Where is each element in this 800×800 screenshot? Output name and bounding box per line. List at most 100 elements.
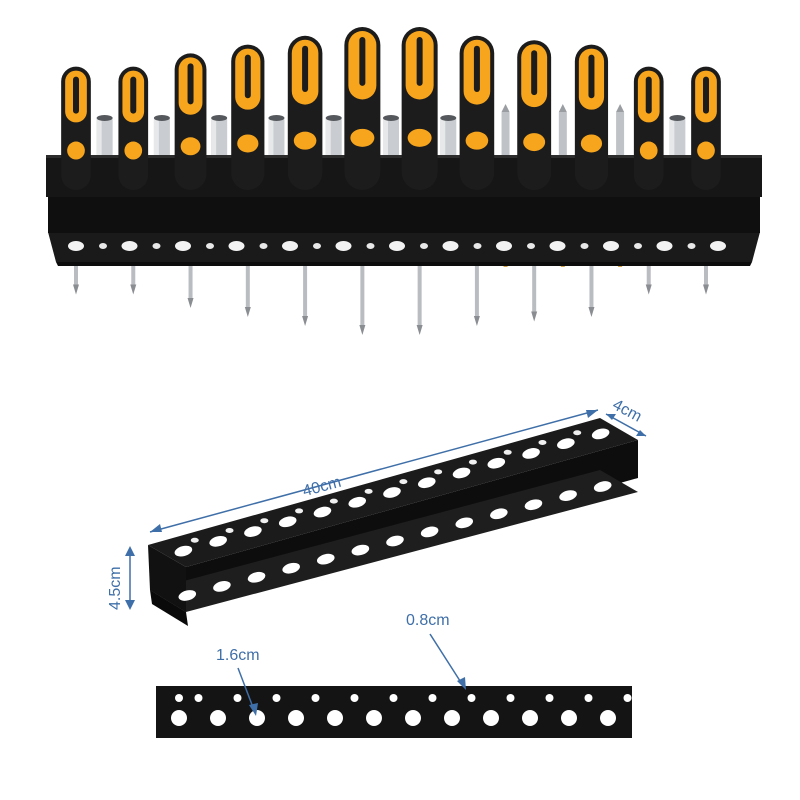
shelf-hole-large	[656, 241, 673, 251]
screwdriver-grip-slot	[359, 37, 366, 86]
socket-highlight	[669, 118, 675, 158]
shelf-hole-large	[389, 241, 405, 251]
plate-hole-large	[483, 710, 499, 726]
socket-opening	[383, 115, 399, 121]
rack3d-hole-bottom	[282, 562, 300, 574]
rack3d-hole-bottom	[247, 571, 266, 583]
screwdriver-tip	[531, 311, 538, 322]
rack3d-hole-top	[244, 526, 262, 537]
rack3d-hole-bottom	[213, 581, 231, 592]
large-hole-callout: 1.6cm	[216, 647, 260, 716]
rack3d-front-face	[148, 545, 186, 612]
socket-opening	[153, 115, 170, 121]
screwdriver-grip-slot	[416, 37, 423, 86]
flat-plate-holes	[171, 694, 655, 726]
shelf-hole-large	[710, 241, 726, 251]
screwdriver-grip-lower	[639, 141, 658, 160]
socket-opening	[211, 115, 228, 121]
plate-hole-small	[506, 694, 515, 702]
rack3d-hole-top-small	[399, 479, 408, 485]
rack3d-hole-top-small	[295, 508, 304, 514]
small-hole-callout: 0.8cm	[406, 612, 466, 690]
screwdriver-bit	[558, 112, 567, 158]
screwdriver-grip-slot	[73, 76, 79, 114]
small-hole-label: 0.8cm	[406, 612, 450, 629]
plate-hole-large	[171, 710, 187, 726]
screwdriver-grip-slot	[645, 76, 652, 114]
socket-opening	[669, 115, 686, 121]
plate-hole-small	[545, 694, 554, 702]
shelf-hole-small	[206, 243, 214, 249]
screwdriver-grip-lower	[580, 134, 603, 153]
rack3d-hole-top-small	[260, 518, 269, 524]
rack3d-hole-top-small	[329, 498, 338, 504]
tools-handles	[61, 27, 721, 191]
socket-opening	[440, 115, 457, 121]
screwdriver-grip-lower	[697, 141, 715, 160]
plate-hole-large	[405, 710, 421, 726]
plate-hole-large	[444, 710, 460, 726]
shelf-hole-large	[175, 241, 191, 251]
screwdriver-tip	[703, 284, 709, 295]
rack-lower-shelf-edge	[56, 262, 752, 266]
screwdriver-grip-lower	[523, 133, 546, 152]
rack3d-hole-bottom	[524, 499, 543, 511]
rack3d-hole-top	[313, 506, 332, 518]
plate-hole-small	[467, 694, 476, 702]
rack3d-hole-top	[591, 428, 610, 440]
shelf-hole-large	[335, 241, 352, 251]
screwdriver-grip-slot	[473, 45, 480, 93]
screwdriver-grip-lower	[407, 128, 432, 147]
rack3d-hole-bottom	[316, 553, 335, 565]
rack3d-hole-bottom	[351, 544, 370, 556]
plate-hole-small	[623, 694, 632, 702]
screwdriver-grip-lower	[350, 128, 375, 147]
plate-hole-small	[233, 694, 242, 702]
screwdriver-grip-slot	[130, 76, 137, 114]
rack3d-hole-top	[557, 438, 575, 450]
rack3d-hole-top-small	[434, 469, 443, 475]
screwdriver-grip-slot	[244, 54, 251, 99]
screwdriver-tip	[588, 307, 595, 317]
plate-hole-large	[366, 710, 382, 726]
screwdriver-tip	[73, 284, 79, 295]
rack3d-hole-bottom	[490, 508, 508, 520]
bit-tip	[558, 104, 567, 112]
socket-highlight	[268, 118, 274, 158]
shelf-hole-small	[687, 243, 696, 249]
screwdriver-tip	[416, 325, 423, 335]
rack3d-hole-top	[383, 487, 401, 498]
shelf-hole-small	[527, 243, 535, 249]
shelf-holes	[68, 241, 726, 251]
screwdriver-tip	[359, 325, 366, 335]
plate-hole-large	[561, 710, 577, 726]
socket-highlight	[440, 118, 446, 158]
plate-hole-small	[389, 694, 398, 702]
rack3d-bottom-face	[150, 590, 188, 626]
shelf-hole-small	[580, 243, 589, 249]
shelf-hole-large	[282, 241, 298, 251]
screwdriver-grip-slot	[588, 54, 595, 99]
rack3d-hole-top-small	[190, 537, 199, 543]
rack3d-holes	[174, 428, 612, 601]
rack3d-hole-top-small	[225, 527, 234, 533]
shelf-hole-large	[549, 241, 566, 251]
plate-hole-large	[288, 710, 304, 726]
shelf-hole-small	[366, 243, 375, 249]
bit-tip	[501, 104, 510, 112]
rack3d-hole-top	[452, 467, 471, 479]
screwdriver-tip	[244, 307, 251, 317]
rack3d-hole-top	[174, 545, 193, 557]
socket-highlight	[383, 118, 388, 158]
bit-tip	[616, 104, 625, 112]
plate-hole-small	[194, 694, 203, 702]
socket-highlight	[211, 118, 217, 158]
screwdriver-tip	[645, 284, 652, 295]
screwdriver-grip-slot	[531, 50, 538, 96]
screwdriver-grip-lower	[293, 131, 317, 150]
socket-highlight	[153, 118, 159, 158]
screwdriver-grip-slot	[302, 45, 309, 93]
socket-opening	[325, 115, 342, 121]
rack3d-hole-top-small	[468, 459, 477, 465]
plate-hole-large	[639, 710, 655, 726]
